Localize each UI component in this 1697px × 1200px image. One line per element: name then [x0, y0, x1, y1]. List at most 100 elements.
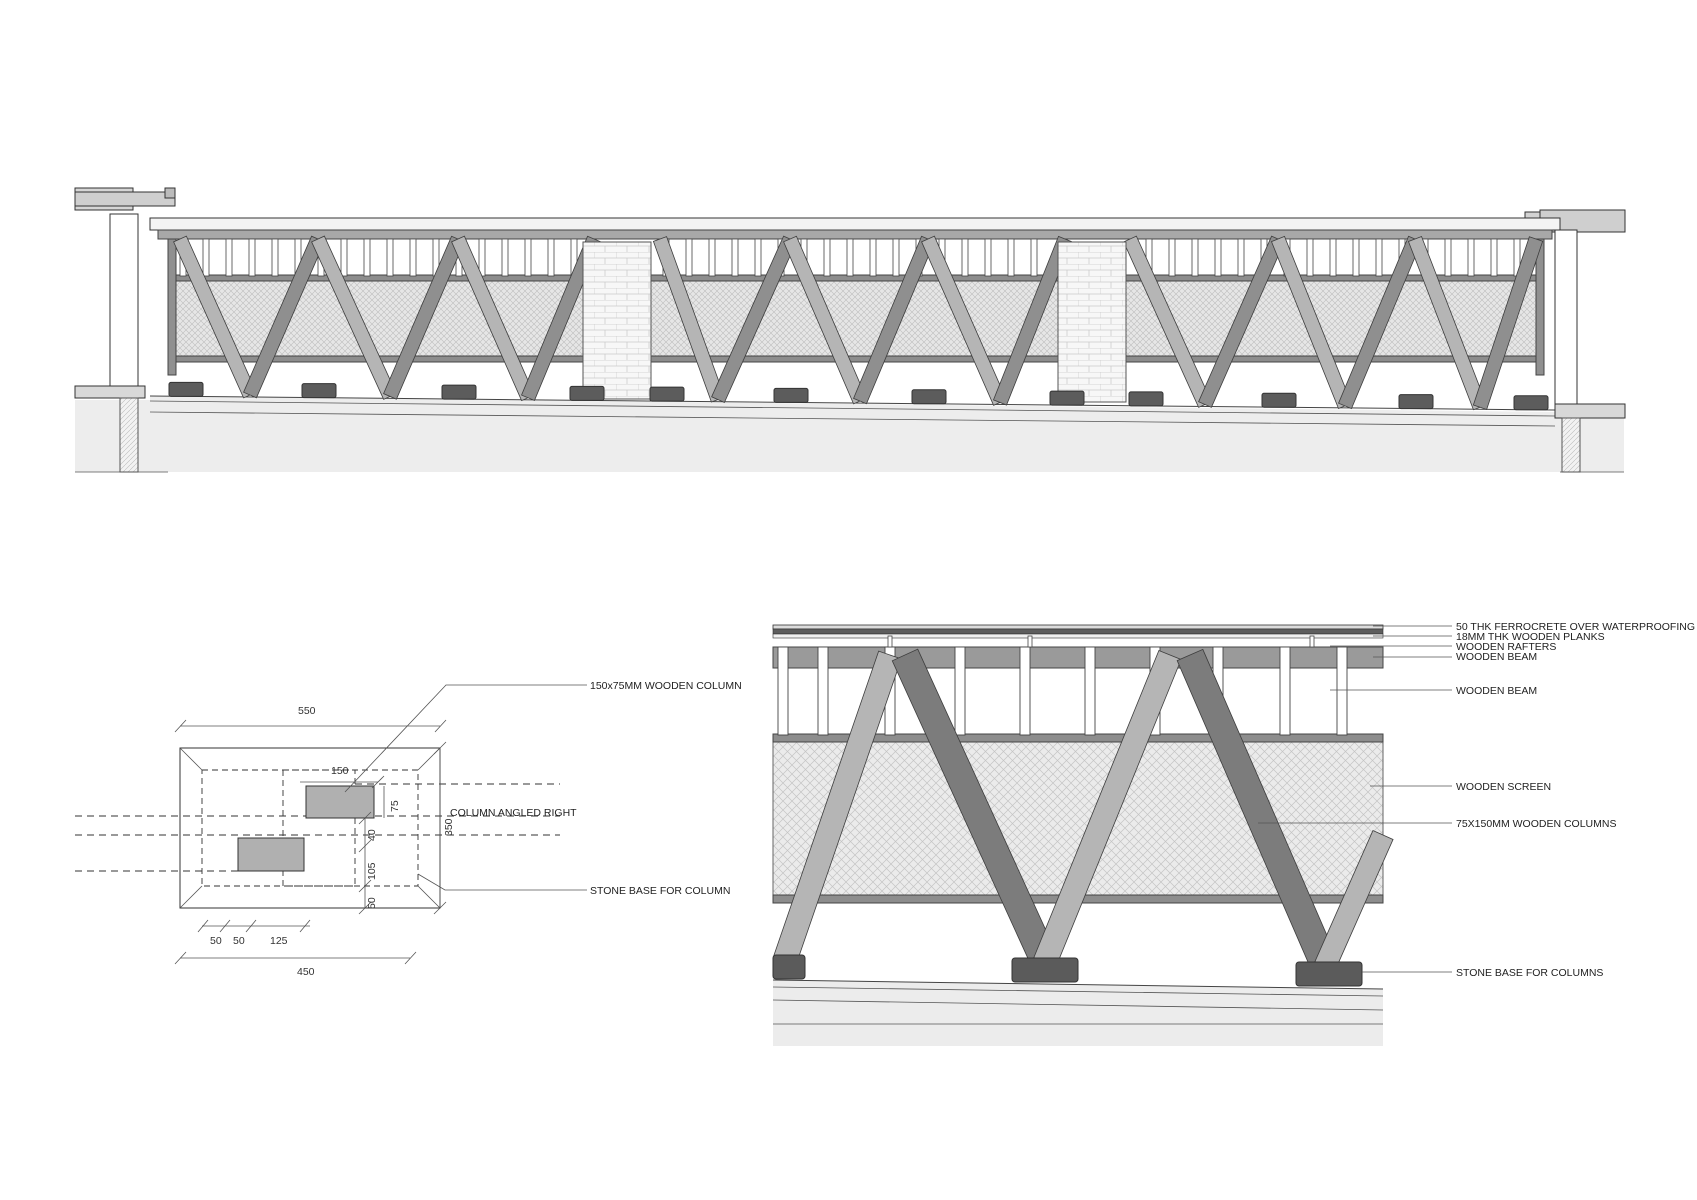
enlarged-detail: 50 THK FERROCRETE OVER WATERPROOFING 18M…: [772, 621, 1695, 1046]
rafter: [202, 238, 210, 277]
rafter: [846, 238, 854, 277]
rafter: [363, 238, 371, 277]
rafter: [225, 238, 233, 277]
detail-beam: [772, 646, 1384, 669]
rafter: [731, 238, 739, 277]
rafter: [409, 238, 417, 277]
dim-105: 105: [366, 862, 378, 880]
stone-base: [773, 387, 809, 403]
detail-stone-base: [1295, 961, 1363, 987]
stone-base: [168, 381, 204, 397]
detail-rafter: [1084, 646, 1096, 736]
label-columns: 75X150MM WOODEN COLUMNS: [1456, 818, 1616, 830]
columns: [173, 235, 1544, 411]
stone-base: [441, 384, 477, 400]
dim-50-a: 50: [210, 935, 222, 947]
stone-bases: [168, 381, 1549, 411]
rafter: [685, 238, 693, 277]
roof-slab: [149, 217, 1561, 231]
rafter: [386, 238, 394, 277]
rafter: [754, 238, 762, 277]
wooden-column-plan: [305, 785, 375, 819]
detail-rafter: [954, 646, 966, 736]
stone-base: [1049, 390, 1085, 406]
detail-rafter: [777, 646, 789, 736]
label-wooden-column: 150x75MM WOODEN COLUMN: [590, 680, 742, 692]
wooden-column: [521, 235, 601, 401]
stone-base: [301, 383, 337, 399]
rafter: [961, 238, 969, 277]
detail-stone-base: [772, 954, 806, 980]
stone-base: [1128, 391, 1164, 407]
rafter: [1007, 238, 1015, 277]
detail-stone-base: [1011, 957, 1079, 983]
stone-base: [569, 385, 605, 401]
detail-rafter-tie: [887, 635, 893, 648]
rafter: [1444, 238, 1452, 277]
label-beam: WOODEN BEAM: [1456, 685, 1537, 697]
rafter: [340, 238, 348, 277]
stone-base: [1513, 395, 1549, 411]
stone-base: [1398, 394, 1434, 410]
stone-base: [1261, 392, 1297, 408]
detail-rafter: [1019, 646, 1031, 736]
stone-base: [649, 386, 685, 402]
detail-rafter-tie: [1309, 635, 1315, 648]
stone-base: [911, 389, 947, 405]
rafter: [984, 238, 992, 277]
stone-base-outline: [179, 747, 441, 909]
detail-rafter: [1279, 646, 1291, 736]
rafter: [1329, 238, 1337, 277]
rafter: [1191, 238, 1199, 277]
rafter: [892, 238, 900, 277]
rafters: [179, 238, 1521, 277]
wooden-screen-band: [171, 279, 1541, 361]
label-ferrocrete: 50 THK FERROCRETE OVER WATERPROOFING: [1456, 621, 1695, 633]
label-rafters: WOODEN RAFTERS: [1456, 641, 1556, 653]
dim-50-v: 50: [366, 897, 378, 909]
dim-75: 75: [389, 800, 401, 812]
column-base-plan: 550 450 50 50 125 350 150 75 40 105 50: [75, 680, 742, 978]
dim-50-b: 50: [233, 935, 245, 947]
wooden-column-plan: [237, 837, 305, 872]
rafter: [1352, 238, 1360, 277]
rafter: [524, 238, 532, 277]
colonnade-elevation: [74, 187, 1626, 473]
label-beam-top: WOODEN BEAM: [1456, 651, 1537, 663]
label-column-angled: COLUMN ANGLED RIGHT: [450, 807, 577, 819]
rafter: [1237, 238, 1245, 277]
rafter: [869, 238, 877, 277]
detail-ground: [773, 980, 1383, 1046]
rafter: [501, 238, 509, 277]
brick-pier: [582, 241, 652, 400]
dim-550: 550: [298, 705, 316, 717]
rafter: [1375, 238, 1383, 277]
rafter: [708, 238, 716, 277]
rafter: [823, 238, 831, 277]
ground-band: [75, 396, 1624, 472]
wooden-column: [1472, 236, 1544, 410]
label-stone-base: STONE BASE FOR COLUMN: [590, 885, 730, 897]
rafter: [547, 238, 555, 277]
detail-rafter: [817, 646, 829, 736]
dim-150: 150: [331, 765, 349, 777]
rafter: [1306, 238, 1314, 277]
detail-rafter-tie: [1027, 635, 1033, 648]
brick-pier: [1057, 241, 1127, 403]
rafter: [1467, 238, 1475, 277]
dim-350: 350: [443, 818, 455, 836]
wooden-column: [992, 235, 1073, 406]
label-stone-bases: STONE BASE FOR COLUMNS: [1456, 967, 1603, 979]
dim-450: 450: [297, 966, 315, 978]
rafter: [248, 238, 256, 277]
rafter: [1168, 238, 1176, 277]
rafter: [1030, 238, 1038, 277]
label-planks: 18MM THK WOODEN PLANKS: [1456, 631, 1605, 643]
rafter: [1490, 238, 1498, 277]
dim-40: 40: [366, 829, 378, 841]
dim-125: 125: [270, 935, 288, 947]
rafter: [271, 238, 279, 277]
detail-rafter: [1336, 646, 1348, 736]
detail-columns: [773, 648, 1394, 973]
